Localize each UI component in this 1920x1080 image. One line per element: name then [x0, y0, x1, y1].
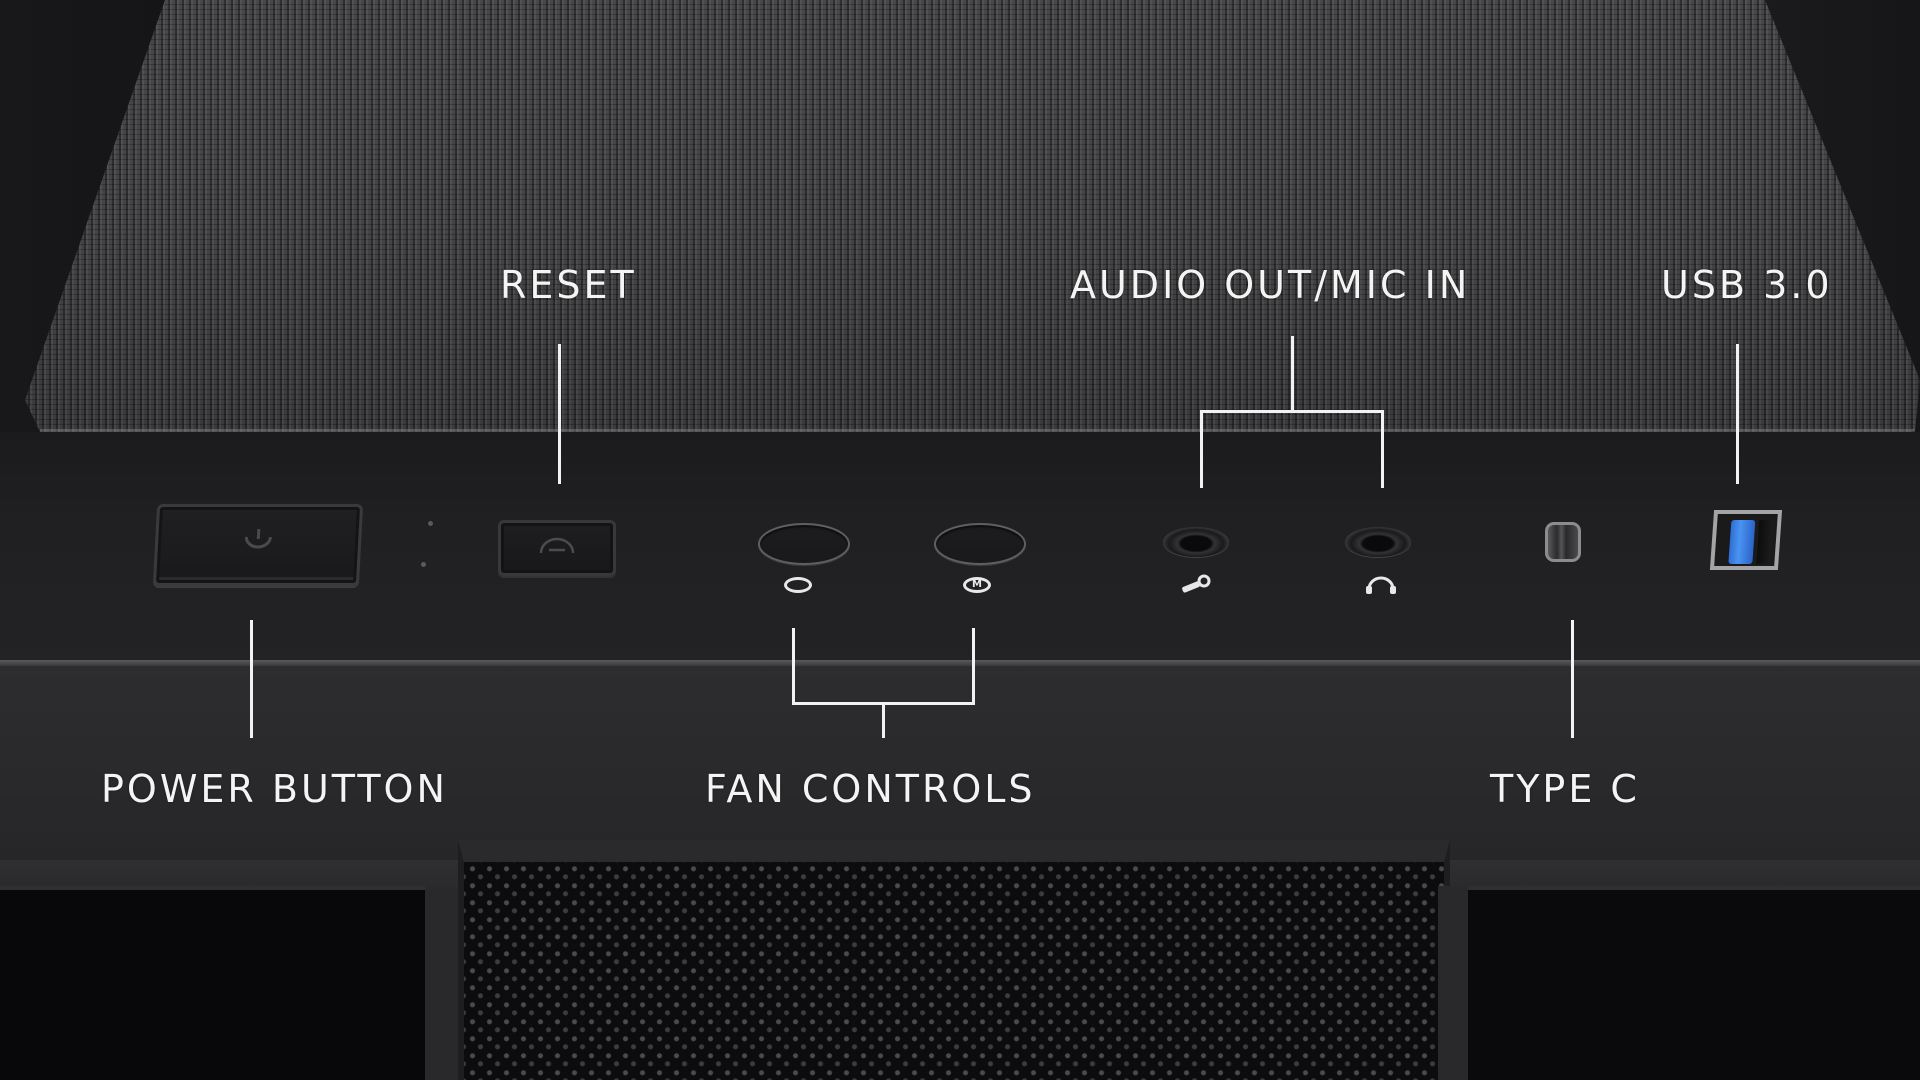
headphone-jack[interactable] [1345, 527, 1411, 557]
reset-label: RESET [500, 263, 637, 307]
reset-leader-line [558, 344, 561, 484]
frame-post-right [1438, 886, 1468, 1080]
fan-leader-right [972, 628, 975, 704]
audio-label: AUDIO OUT/MIC IN [1070, 263, 1471, 307]
reset-button[interactable] [498, 520, 616, 576]
reset-icon [539, 537, 575, 554]
led-indicator [428, 521, 433, 526]
power-button[interactable] [152, 504, 364, 586]
usb-label: USB 3.0 [1661, 263, 1833, 307]
microphone-icon [1182, 574, 1211, 593]
usb-a-port[interactable] [1709, 510, 1783, 570]
audio-leader-stem [1291, 336, 1294, 411]
front-mesh-grille [458, 840, 1450, 1080]
led-indicator [421, 562, 426, 567]
audio-leader-bar [1200, 410, 1384, 413]
fan-label: FAN CONTROLS [705, 767, 1036, 811]
usb-tongue [1728, 520, 1756, 564]
fan-mode-icon: M [963, 577, 991, 593]
typec-leader-line [1571, 620, 1574, 738]
usb-c-port[interactable] [1545, 522, 1581, 562]
power-label: POWER BUTTON [101, 767, 448, 811]
lower-right-window [1468, 886, 1920, 1080]
audio-leader-right [1381, 410, 1384, 488]
frame-post-left [425, 886, 458, 1080]
usb-leader-line [1736, 344, 1739, 484]
audio-leader-left [1200, 410, 1203, 488]
top-mesh-panel [25, 0, 1920, 432]
mic-jack[interactable] [1163, 527, 1229, 557]
power-icon [244, 529, 272, 549]
front-face [0, 666, 1920, 866]
usb-contacts [1756, 520, 1774, 564]
headphones-icon [1366, 576, 1396, 594]
typec-label: TYPE C [1490, 767, 1640, 811]
fan-control-button-1[interactable] [758, 523, 850, 565]
power-leader-line [250, 620, 253, 738]
fan-leader-stem [882, 702, 885, 738]
fan-leader-left [792, 628, 795, 704]
fan-control-button-2[interactable] [934, 523, 1026, 565]
front-edge [0, 660, 1920, 666]
fan-cycle-icon [784, 577, 812, 593]
lower-left-window [0, 886, 425, 1080]
